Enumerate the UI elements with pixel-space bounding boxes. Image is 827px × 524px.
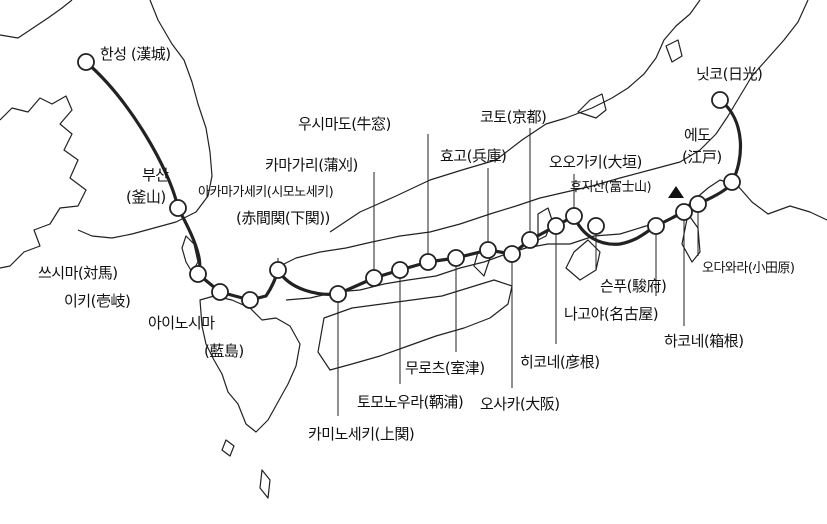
station-node bbox=[547, 217, 565, 235]
station-node bbox=[565, 207, 583, 225]
route-stations bbox=[77, 53, 741, 309]
label-akamagaseki-1: 아카마가세키(시모노세키) bbox=[198, 185, 334, 200]
label-ogaki: 오오가키(大垣) bbox=[549, 153, 642, 171]
coastlines bbox=[0, 0, 827, 499]
mountain-icon bbox=[668, 186, 684, 198]
shikoku-coastline bbox=[317, 279, 513, 371]
station-node bbox=[587, 217, 605, 235]
label-tsushima: 쓰시마(対馬) bbox=[38, 264, 118, 282]
label-nagoya: 나고야(名古屋) bbox=[564, 305, 659, 323]
station-node bbox=[647, 217, 665, 235]
label-osaka: 오사카(大阪) bbox=[480, 395, 560, 413]
noto-peninsula bbox=[577, 93, 607, 119]
kyushu-islands bbox=[221, 439, 271, 499]
label-hyogo: 효고(兵庫) bbox=[440, 147, 507, 165]
station-node bbox=[675, 203, 693, 221]
label-kaminoseki: 카미노세키(上関) bbox=[308, 425, 415, 443]
label-iki: 이키(壱岐) bbox=[64, 292, 131, 310]
label-ainoshima-2: (藍島) bbox=[204, 342, 244, 360]
label-akamagaseki-2: (赤間関(下関)) bbox=[236, 209, 330, 227]
label-kamagari: 카마가리(蒲刈) bbox=[265, 156, 358, 174]
label-busan-1: 부산 bbox=[142, 166, 169, 184]
sado-island bbox=[665, 39, 683, 63]
label-edo-2: (江戸) bbox=[682, 148, 722, 166]
station-node bbox=[169, 199, 187, 217]
kyushu-coastline bbox=[199, 295, 301, 433]
japan-sea-coast bbox=[329, 0, 701, 233]
station-node bbox=[241, 291, 259, 309]
korea-east-coast bbox=[77, 0, 213, 239]
station-node bbox=[479, 241, 497, 259]
label-ainoshima-1: 아이노시마 bbox=[148, 314, 215, 332]
honshu-inner-coast bbox=[285, 179, 827, 301]
station-node bbox=[269, 261, 287, 279]
station-node bbox=[189, 265, 207, 283]
ise-bay bbox=[565, 239, 601, 281]
station-node bbox=[447, 249, 465, 267]
station-node bbox=[419, 253, 437, 271]
station-node bbox=[77, 53, 95, 71]
station-node bbox=[365, 269, 383, 287]
label-odawara: 오다와라(小田原) bbox=[702, 261, 795, 276]
station-node bbox=[689, 195, 707, 213]
label-hikone: 히코네(彦根) bbox=[520, 353, 600, 371]
label-busan-2: (釜山) bbox=[126, 188, 166, 206]
station-node bbox=[521, 231, 539, 249]
label-tomonoura: 토모노우라(鞆浦) bbox=[357, 393, 464, 411]
honshu-coastline bbox=[275, 0, 809, 269]
label-hanseong: 한성 (漢城) bbox=[100, 45, 171, 63]
label-sunpu: 슨푸(駿府) bbox=[600, 277, 667, 295]
station-node bbox=[391, 261, 409, 279]
izu-peninsula bbox=[681, 213, 701, 263]
label-hakone: 하코네(箱根) bbox=[664, 332, 744, 350]
label-fuji: 후지산(富士山) bbox=[570, 180, 652, 195]
label-kyoto: 코토(京都) bbox=[480, 108, 547, 126]
korea-coastline bbox=[0, 0, 87, 269]
station-node bbox=[211, 283, 229, 301]
label-ushimado: 우시마도(牛窓) bbox=[298, 115, 391, 133]
label-edo-1: 에도 bbox=[684, 126, 711, 144]
station-node bbox=[711, 91, 729, 109]
station-node bbox=[329, 285, 347, 303]
leader-lines bbox=[277, 128, 699, 416]
label-nikko: 닛코(日光) bbox=[696, 65, 763, 83]
label-murotsu: 무로츠(室津) bbox=[405, 359, 485, 377]
station-node bbox=[723, 173, 741, 191]
station-node bbox=[503, 245, 521, 263]
